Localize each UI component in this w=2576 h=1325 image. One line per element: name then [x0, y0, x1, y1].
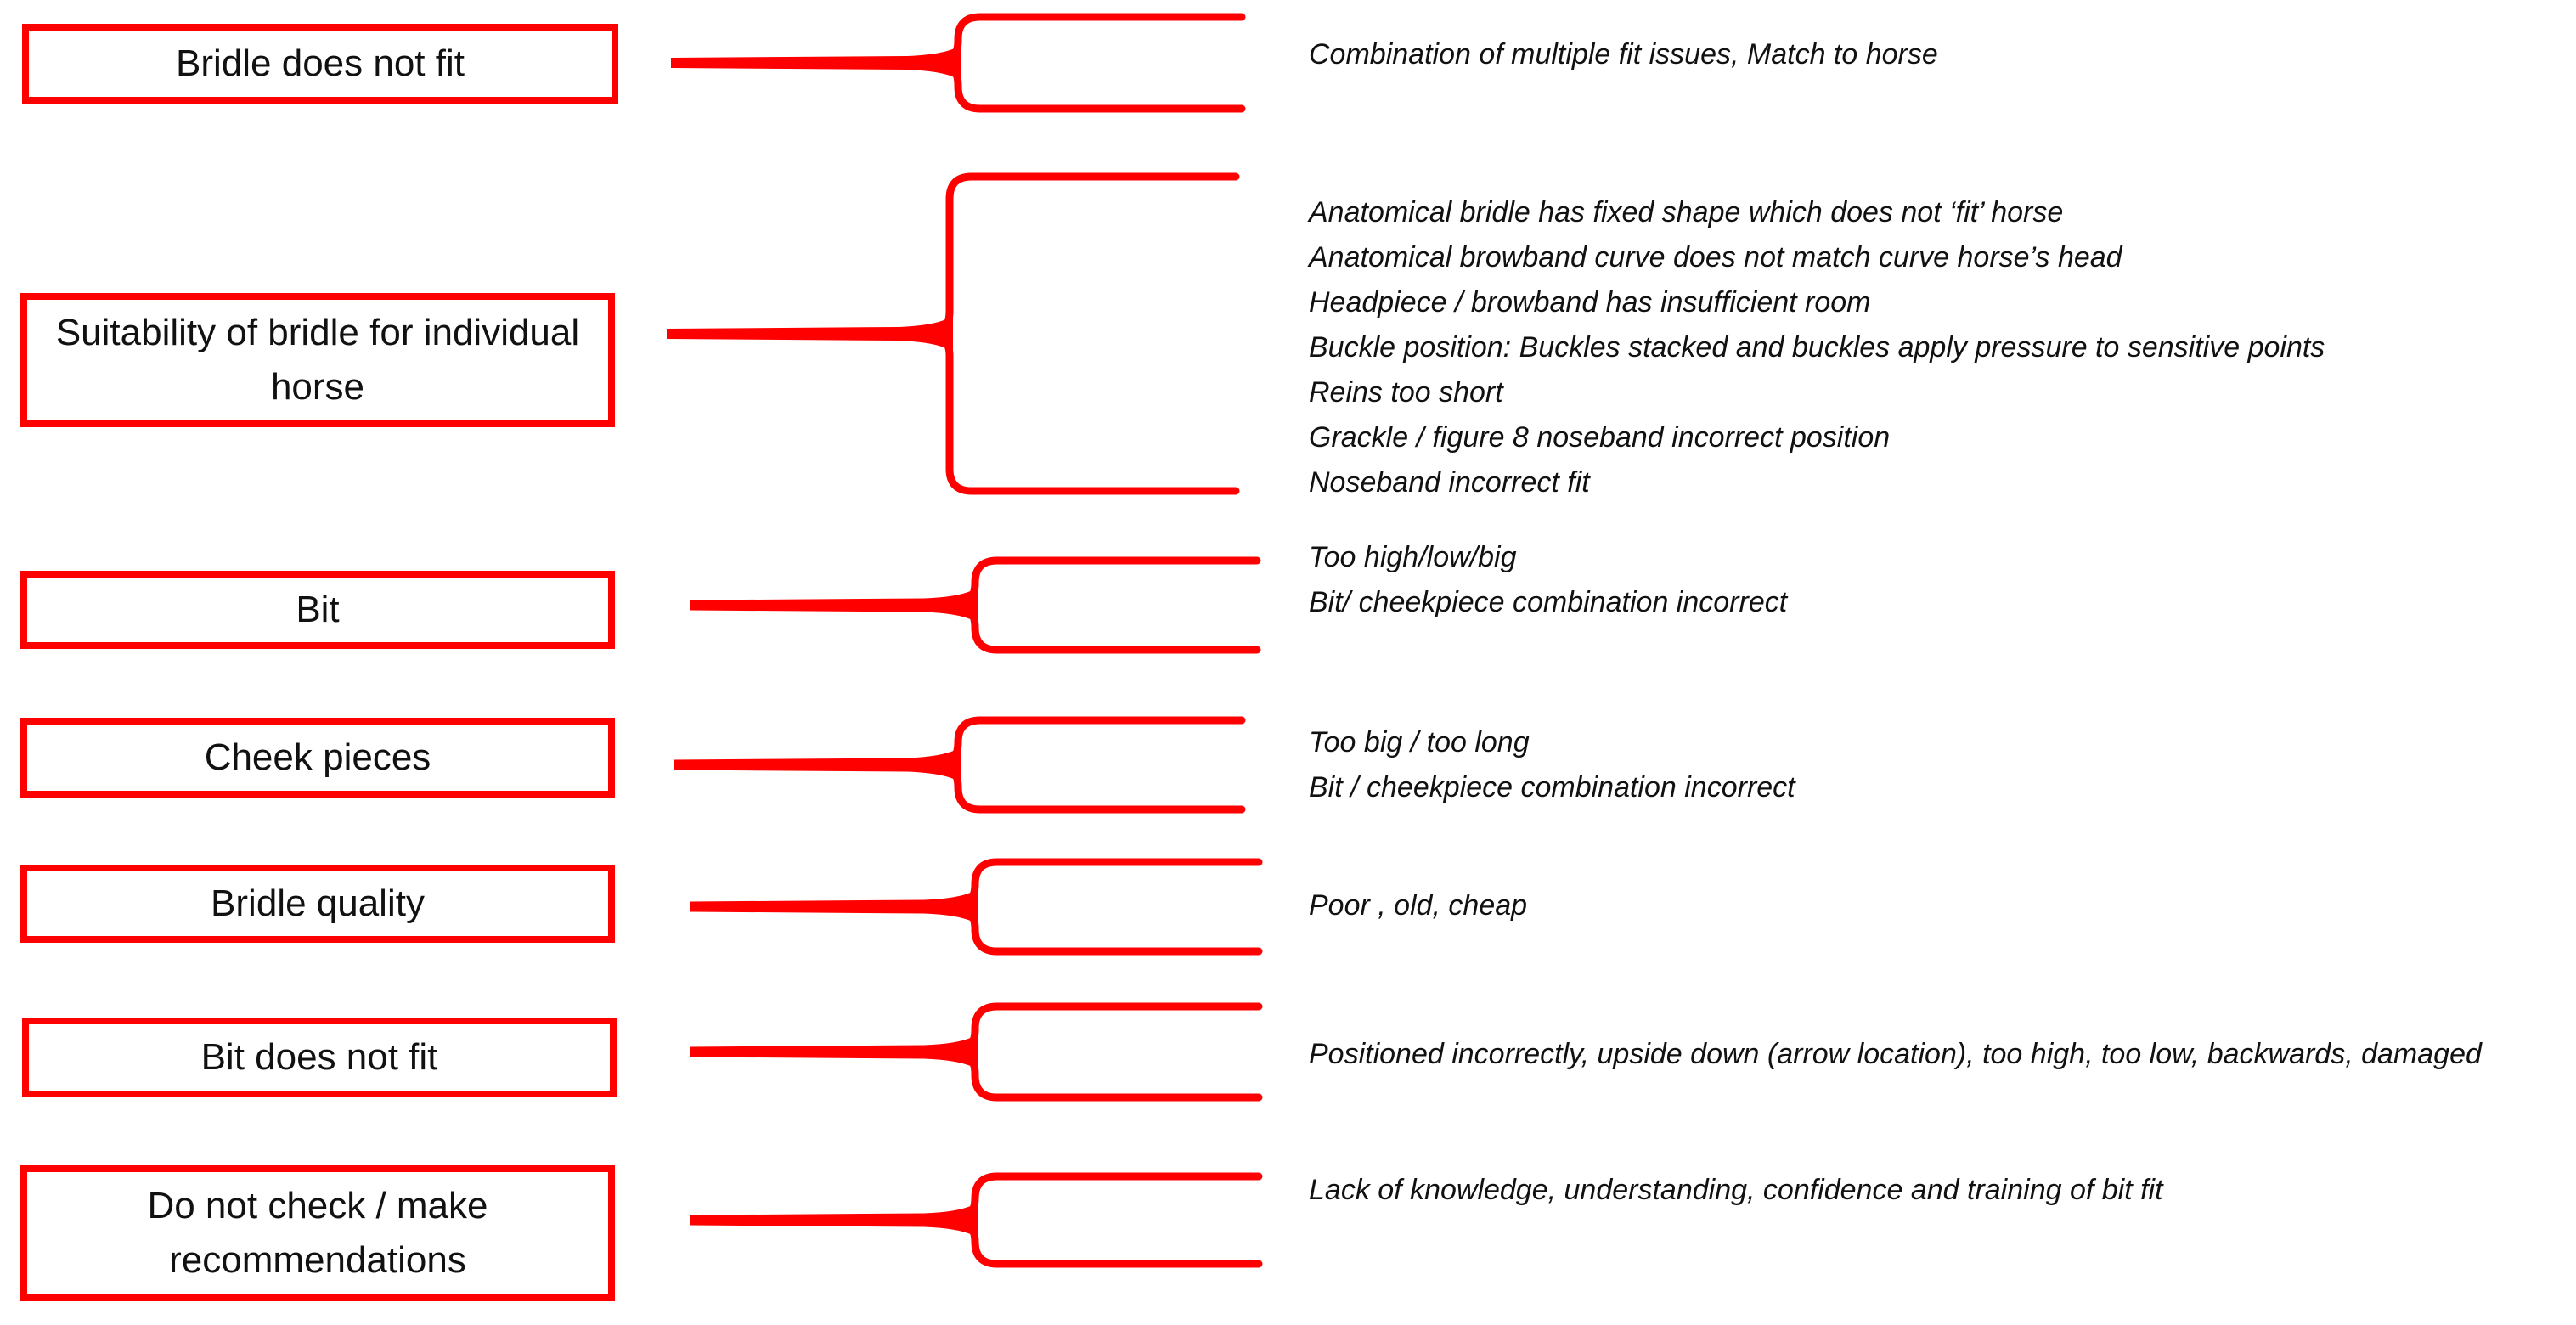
list-item: Positioned incorrectly, upside down (arr…: [1309, 1038, 2482, 1070]
brace-stem: [671, 44, 961, 82]
brace-stem: [690, 586, 978, 624]
category-label: Suitability of bridle for individual hor…: [55, 312, 580, 408]
item-list-2: Anatomical bridle has fixed shape which …: [1309, 190, 2325, 505]
brace-stem: [674, 746, 961, 784]
brace-3: [690, 556, 1261, 654]
list-item: Bit/ cheekpiece combination incorrect: [1309, 586, 1788, 618]
brace-stem: [690, 1033, 978, 1071]
item-list-1: Combination of multiple fit issues, Matc…: [1309, 32, 1938, 77]
category-box-4: Cheek pieces: [20, 718, 615, 798]
brace-outline: [923, 172, 1240, 495]
category-box-5: Bridle quality: [20, 865, 615, 943]
category-label: Bridle quality: [211, 882, 425, 925]
category-label: Do not check / make recommendations: [147, 1185, 488, 1281]
brace-outline: [932, 716, 1246, 814]
category-label: Cheek pieces: [204, 736, 431, 779]
category-label: Bit does not fit: [200, 1036, 438, 1079]
category-box-6: Bit does not fit: [22, 1018, 617, 1097]
list-item: Lack of knowledge, understanding, confid…: [1309, 1174, 2163, 1206]
item-list-7: Lack of knowledge, understanding, confid…: [1309, 1168, 2163, 1213]
category-label: Bit: [296, 589, 340, 631]
category-label: Bridle does not fit: [176, 42, 465, 85]
brace-outline: [932, 13, 1246, 113]
list-item: Anatomical bridle has fixed shape which …: [1309, 196, 2064, 228]
item-list-5: Poor , old, cheap: [1309, 883, 1527, 928]
list-item: Reins too short: [1309, 376, 1503, 409]
list-item: Poor , old, cheap: [1309, 889, 1528, 922]
brace-outline: [949, 1172, 1263, 1268]
brace-2: [667, 172, 1240, 495]
list-item: Buckle position: Buckles stacked and buc…: [1309, 331, 2325, 364]
category-box-2: Suitability of bridle for individual hor…: [20, 293, 615, 427]
brace-4: [674, 716, 1246, 814]
brace-outline: [949, 858, 1263, 956]
brace-1: [671, 13, 1246, 113]
item-list-6: Positioned incorrectly, upside down (arr…: [1309, 1032, 2482, 1077]
list-item: Bit / cheekpiece combination incorrect: [1309, 771, 1795, 803]
brace-7: [690, 1172, 1263, 1268]
category-box-7: Do not check / make recommendations: [20, 1165, 615, 1301]
brace-outline: [949, 556, 1261, 654]
brace-stem: [690, 1201, 978, 1239]
list-item: Grackle / figure 8 noseband incorrect po…: [1309, 421, 1891, 454]
list-item: Anatomical browband curve does not match…: [1309, 241, 2122, 273]
brace-stem: [667, 315, 953, 352]
brace-6: [690, 1002, 1263, 1102]
category-box-3: Bit: [20, 571, 615, 649]
brace-5: [690, 858, 1263, 956]
category-box-1: Bridle does not fit: [22, 24, 618, 104]
list-item: Too big / too long: [1309, 726, 1530, 758]
list-item: Noseband incorrect fit: [1309, 466, 1590, 499]
list-item: Combination of multiple fit issues, Matc…: [1309, 38, 1938, 70]
list-item: Headpiece / browband has insufficient ro…: [1309, 286, 1871, 319]
list-item: Too high/low/big: [1309, 541, 1517, 573]
brace-outline: [949, 1002, 1263, 1102]
brace-stem: [690, 888, 978, 926]
